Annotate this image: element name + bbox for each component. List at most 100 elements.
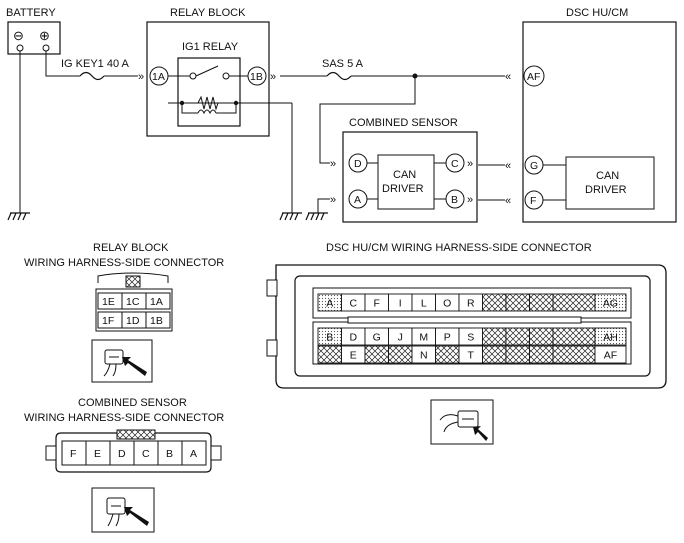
combined-cell: E bbox=[94, 448, 101, 460]
unused-terminal-hatch bbox=[364, 345, 389, 364]
pin-1a-label: 1A bbox=[152, 71, 165, 83]
relay-winding-wire-left bbox=[181, 103, 198, 114]
dsc-terminal-label: L bbox=[421, 298, 427, 310]
ground-icon bbox=[279, 212, 302, 221]
unused-terminal-hatch bbox=[529, 327, 554, 346]
ground-icon bbox=[305, 212, 328, 221]
relay-contact-left bbox=[189, 72, 197, 80]
connector-chevron-icon: » bbox=[467, 158, 473, 170]
sensor-power-wire bbox=[319, 76, 416, 164]
combined-connector-title-2: WIRING HARNESS-SIDE CONNECTOR bbox=[24, 412, 224, 424]
sensor-can-driver-line1: CAN bbox=[393, 169, 416, 181]
dsc-terminal-label: AF bbox=[604, 350, 617, 362]
dsc-terminal-label: F bbox=[374, 298, 380, 310]
unused-terminal-hatch bbox=[482, 327, 507, 346]
connector-chevron-icon: » bbox=[330, 194, 336, 206]
dsc-terminal-label: B bbox=[326, 332, 333, 344]
relay-cell: 1D bbox=[126, 315, 140, 327]
unused-terminal-hatch bbox=[317, 345, 342, 364]
relay-winding-icon bbox=[197, 109, 217, 115]
sensor-can-driver-box bbox=[377, 154, 435, 210]
dsc-can-driver-line1: CAN bbox=[596, 170, 619, 182]
relay-coil-icon bbox=[197, 95, 219, 111]
battery-terminal-plus bbox=[42, 44, 50, 52]
battery-plus-icon: ⊕ bbox=[39, 28, 50, 43]
combined-cell: D bbox=[118, 448, 126, 460]
dsc-terminal-label: D bbox=[349, 332, 357, 344]
sas-fuse-label: SAS 5 A bbox=[322, 58, 364, 70]
dsc-terminal-label: AG bbox=[603, 298, 618, 310]
unused-terminal-hatch bbox=[529, 345, 554, 364]
pin-b-circle bbox=[445, 189, 465, 209]
relay-connector-title-2: WIRING HARNESS-SIDE CONNECTOR bbox=[24, 257, 224, 269]
combined-connector-tab-right bbox=[210, 445, 222, 461]
relay-connector-grid bbox=[95, 288, 173, 332]
pin-af-label: AF bbox=[527, 71, 540, 83]
connector-chevron-icon: » bbox=[138, 71, 144, 83]
pin-d-label: D bbox=[354, 158, 362, 170]
dsc-terminal-label: I bbox=[399, 298, 402, 310]
unused-terminal-hatch bbox=[552, 345, 596, 364]
connector-view-icon bbox=[91, 487, 155, 533]
battery-positive-wire bbox=[45, 51, 80, 77]
relay-cell: 1F bbox=[102, 315, 114, 327]
battery-label: BATTERY bbox=[6, 7, 56, 19]
dsc-connector-center-rib bbox=[347, 316, 582, 324]
sensor-can-driver-line2: DRIVER bbox=[382, 183, 424, 195]
pin-c-label: C bbox=[451, 158, 459, 170]
pin-f-label: F bbox=[530, 195, 536, 207]
unused-terminal-hatch bbox=[529, 293, 554, 312]
unused-terminal-hatch bbox=[482, 293, 507, 312]
connector-view-icon bbox=[430, 399, 494, 445]
battery-terminal-minus bbox=[16, 44, 24, 52]
dsc-terminal-label: S bbox=[467, 332, 474, 344]
combined-cell: B bbox=[166, 448, 173, 460]
dsc-terminal-cell bbox=[594, 345, 627, 364]
dsc-terminal-label: A bbox=[326, 298, 333, 310]
connector-chevron-icon: » bbox=[330, 158, 336, 170]
dsc-terminal-label: E bbox=[350, 350, 357, 362]
unused-terminal-hatch bbox=[552, 327, 596, 346]
dsc-connector-side-tab bbox=[266, 279, 278, 297]
dsc-terminal-cell bbox=[594, 327, 627, 346]
ig1-relay-label: IG1 RELAY bbox=[182, 41, 239, 53]
battery-minus-icon: ⊖ bbox=[13, 28, 24, 43]
pin-c-circle bbox=[445, 153, 465, 173]
dsc-can-driver-line2: DRIVER bbox=[585, 184, 627, 196]
unused-terminal-hatch bbox=[505, 293, 530, 312]
combined-connector-key bbox=[116, 429, 156, 440]
pin-1b-label: 1B bbox=[250, 71, 263, 83]
pin-af-circle bbox=[523, 65, 545, 87]
combined-cell: F bbox=[70, 448, 76, 460]
relay-cell: 1C bbox=[126, 296, 140, 308]
combined-cell: C bbox=[142, 448, 150, 460]
fuse-icon bbox=[79, 71, 105, 81]
fuse-icon bbox=[326, 71, 352, 81]
pin-b-label: B bbox=[451, 194, 458, 206]
dsc-terminal-label: N bbox=[420, 350, 428, 362]
dsc-terminal-label: R bbox=[467, 298, 475, 310]
dsc-terminal-label: M bbox=[419, 332, 428, 344]
unused-terminal-hatch bbox=[435, 345, 460, 364]
dsc-terminal-label: G bbox=[373, 332, 381, 344]
relay-cell: 1A bbox=[150, 296, 163, 308]
sensor-ground-wire bbox=[317, 198, 330, 213]
relay-connector-shell bbox=[97, 272, 169, 283]
combined-cell: A bbox=[190, 448, 197, 460]
dsc-terminal-label: J bbox=[398, 332, 403, 344]
ig1-relay-box bbox=[177, 57, 241, 127]
relay-cell: 1B bbox=[150, 315, 163, 327]
pin-g-label: G bbox=[530, 160, 538, 172]
ground-icon bbox=[7, 212, 30, 221]
unused-terminal-hatch bbox=[482, 345, 507, 364]
relay-block-label: RELAY BLOCK bbox=[170, 7, 246, 19]
relay-switch-arm bbox=[195, 65, 219, 77]
combined-connector-cells bbox=[61, 440, 207, 466]
dsc-terminal-label: P bbox=[444, 332, 451, 344]
combined-sensor-label: COMBINED SENSOR bbox=[349, 117, 458, 129]
dsc-terminal-cell bbox=[594, 293, 627, 312]
relay-cell: 1E bbox=[102, 296, 115, 308]
dsc-terminal-label: C bbox=[349, 298, 357, 310]
